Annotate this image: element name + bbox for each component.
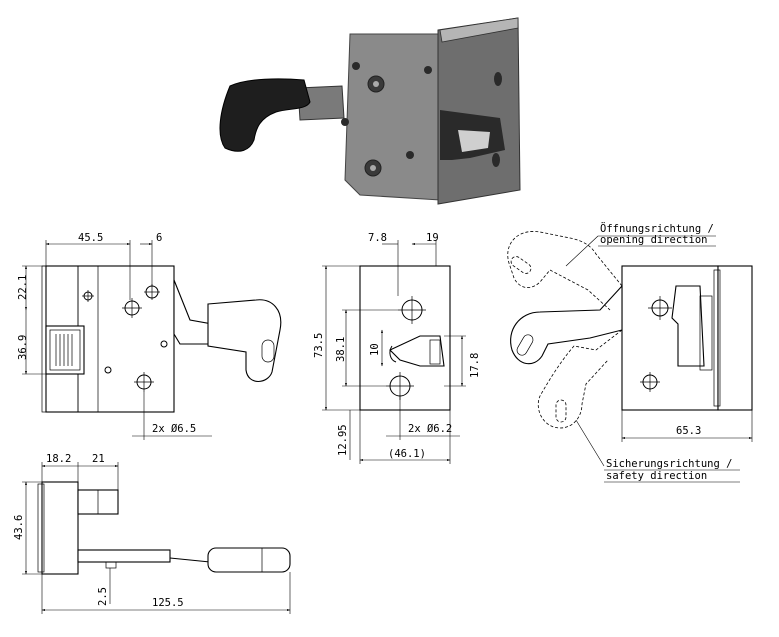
dim-18-2: 18.2 [46,453,71,465]
label-safety-de: Sicherungsrichtung / [606,458,732,470]
top-view-drawing: 18.2 21 43.6 2.5 125.5 [13,453,291,614]
dim-12-95: 12.95 [337,424,349,456]
label-safety-en: safety direction [606,470,707,482]
dim-17-8: 17.8 [469,353,481,378]
dim-6: 6 [156,232,162,244]
dim-73-5: 73.5 [313,333,325,358]
dim-65-3: 65.3 [676,425,701,437]
dim-holes-6-2: 2x Ø6.2 [408,423,452,435]
label-opening-en: opening direction [600,234,707,246]
dim-45-5: 45.5 [78,232,103,244]
dim-43-6: 43.6 [13,515,25,540]
dim-10: 10 [369,343,381,356]
dim-46-1: (46.1) [388,448,426,460]
front-view-drawing: 45.5 6 22.1 36.9 2x Ø6.5 [17,232,282,440]
label-opening-de: Öffnungsrichtung / [600,222,714,235]
latch-photo-icon [219,17,521,205]
dim-holes-6-5: 2x Ø6.5 [152,423,196,435]
dim-19: 19 [426,232,439,244]
dim-7-8: 7.8 [368,232,387,244]
side-view-drawing: 7.8 19 73.5 38.1 10 17.8 12.95 2x Ø6.2 (… [313,232,481,464]
dim-2-5: 2.5 [97,587,109,606]
dim-22-1: 22.1 [17,275,29,300]
dim-38-1: 38.1 [335,337,347,362]
dim-125-5: 125.5 [152,597,184,609]
swing-view-drawing: Öffnungsrichtung / opening direction Sic… [507,222,753,483]
dim-36-9: 36.9 [17,335,29,360]
dim-21: 21 [92,453,105,465]
